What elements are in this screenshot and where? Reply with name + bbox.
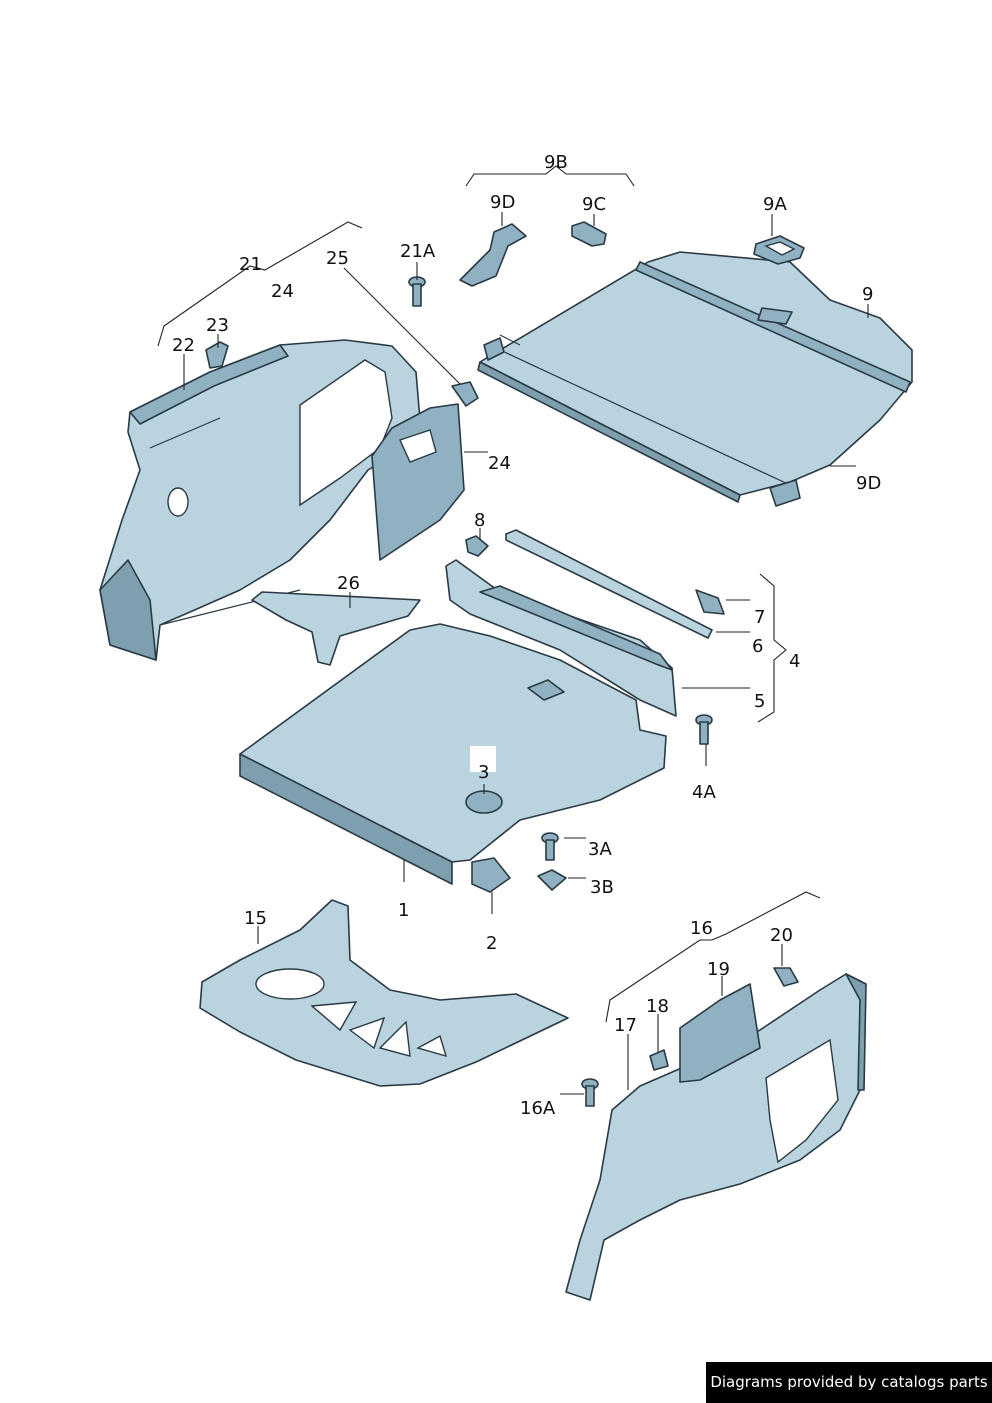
callout-labels: 9B 9D 9C 9A 9 21 24 21A 25 23 22 24 9D 8… [172,152,881,1119]
callout-17: 17 [614,1015,637,1036]
screw-4a-part [695,714,713,745]
callout-6: 6 [752,636,763,657]
callout-26: 26 [337,573,360,594]
clip-8-part [465,535,489,557]
screw-3a-part [541,832,559,861]
callout-7: 7 [754,607,765,628]
callout-3a: 3A [588,839,612,860]
screw-21a-part [408,276,426,307]
bracket-26-part [251,591,421,666]
callout-5: 5 [754,691,765,712]
callout-3b: 3B [590,877,614,898]
callout-24: 24 [488,453,511,474]
callout-16a: 16A [520,1098,556,1119]
callout-21a: 21A [400,241,436,262]
callout-9b: 9B [544,152,568,173]
holder-9c-part [571,221,607,247]
callout-18: 18 [646,996,669,1017]
sill-trim-part [445,529,725,717]
luggage-cover-part [477,251,913,507]
cover-19-part [679,983,761,1083]
callout-22: 22 [172,335,195,356]
callout-23: 23 [206,315,229,336]
callout-20: 20 [770,925,793,946]
clip-25-part [451,381,479,407]
right-side-trim-part [565,973,867,1301]
bracket-9d-part [459,223,527,287]
callout-25: 25 [326,248,349,269]
callout-19: 19 [707,959,730,980]
leader-lines [157,165,869,1095]
clip-20-part [773,967,799,987]
nut-3b-part [537,869,567,891]
floor-lining-part [199,899,569,1087]
callout-3: 3 [478,762,489,783]
bracket-2-part [471,857,511,893]
clip-18-part [649,1049,669,1071]
callout-2: 2 [486,933,497,954]
callout-15: 15 [244,908,267,929]
callout-9c: 9C [582,194,606,215]
callout-16: 16 [690,918,713,939]
left-side-trim-part [99,339,421,661]
callout-24-top: 24 [271,281,294,302]
callout-4: 4 [789,651,800,672]
callout-9d-top: 9D [490,192,515,213]
callout-1: 1 [398,900,409,921]
loading-floor-part [239,623,667,885]
cover-24-part [371,403,465,561]
callout-9d: 9D [856,473,881,494]
callout-21: 21 [239,254,262,275]
clip-23-part [205,341,229,369]
screw-16a-part [581,1078,599,1107]
callout-9a: 9A [763,194,787,215]
callout-8: 8 [474,510,485,531]
callout-9: 9 [862,284,873,305]
callout-4a: 4A [692,782,716,803]
credit-banner: Diagrams provided by catalogs parts [706,1362,992,1403]
